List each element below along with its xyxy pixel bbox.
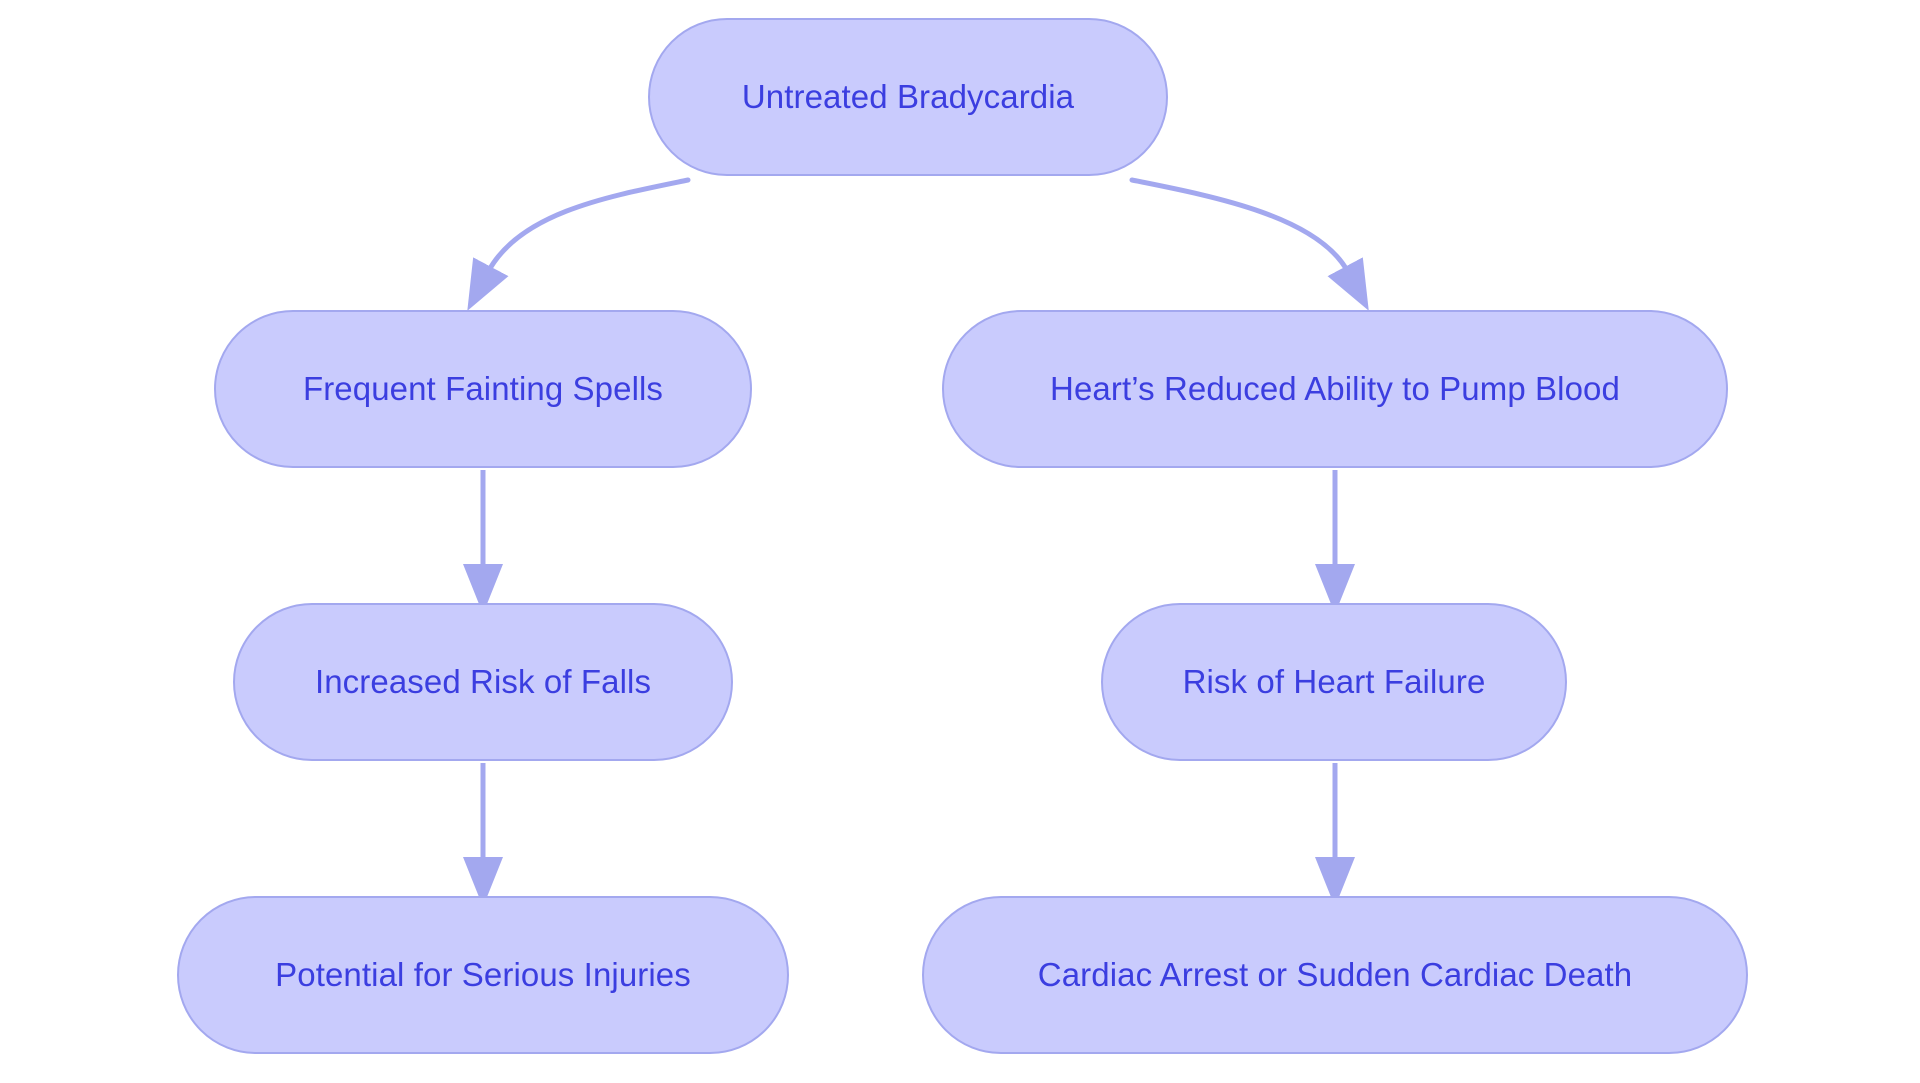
- node-label: Risk of Heart Failure: [1182, 663, 1486, 701]
- node-label: Cardiac Arrest or Sudden Cardiac Death: [1037, 956, 1633, 994]
- node-increased-risk-of-falls[interactable]: Increased Risk of Falls: [233, 603, 733, 761]
- node-label: Increased Risk of Falls: [314, 663, 652, 701]
- node-label: Untreated Bradycardia: [741, 78, 1075, 116]
- edge-root-to-fainting: [467, 177, 691, 311]
- node-label: Potential for Serious Injuries: [275, 956, 691, 994]
- node-risk-of-heart-failure[interactable]: Risk of Heart Failure: [1101, 603, 1567, 761]
- node-potential-for-serious-injuries[interactable]: Potential for Serious Injuries: [177, 896, 789, 1054]
- edge-root-to-pumpblood: [1129, 177, 1369, 311]
- node-label: Heart’s Reduced Ability to Pump Blood: [1050, 370, 1620, 408]
- node-frequent-fainting-spells[interactable]: Frequent Fainting Spells: [214, 310, 752, 468]
- node-label: Frequent Fainting Spells: [302, 370, 664, 408]
- node-cardiac-arrest-or-sudden-cardiac-death[interactable]: Cardiac Arrest or Sudden Cardiac Death: [922, 896, 1748, 1054]
- node-hearts-reduced-ability-to-pump-blood[interactable]: Heart’s Reduced Ability to Pump Blood: [942, 310, 1728, 468]
- node-untreated-bradycardia[interactable]: Untreated Bradycardia: [648, 18, 1168, 176]
